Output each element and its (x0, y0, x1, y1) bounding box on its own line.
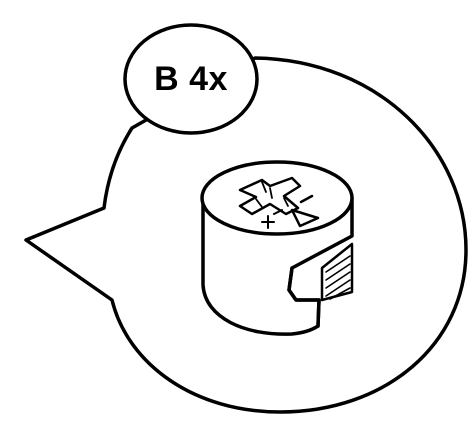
label-circle (123, 23, 259, 135)
part-quantity-label: B 4x (154, 59, 228, 98)
cam-lock-fitting-icon (200, 160, 354, 336)
